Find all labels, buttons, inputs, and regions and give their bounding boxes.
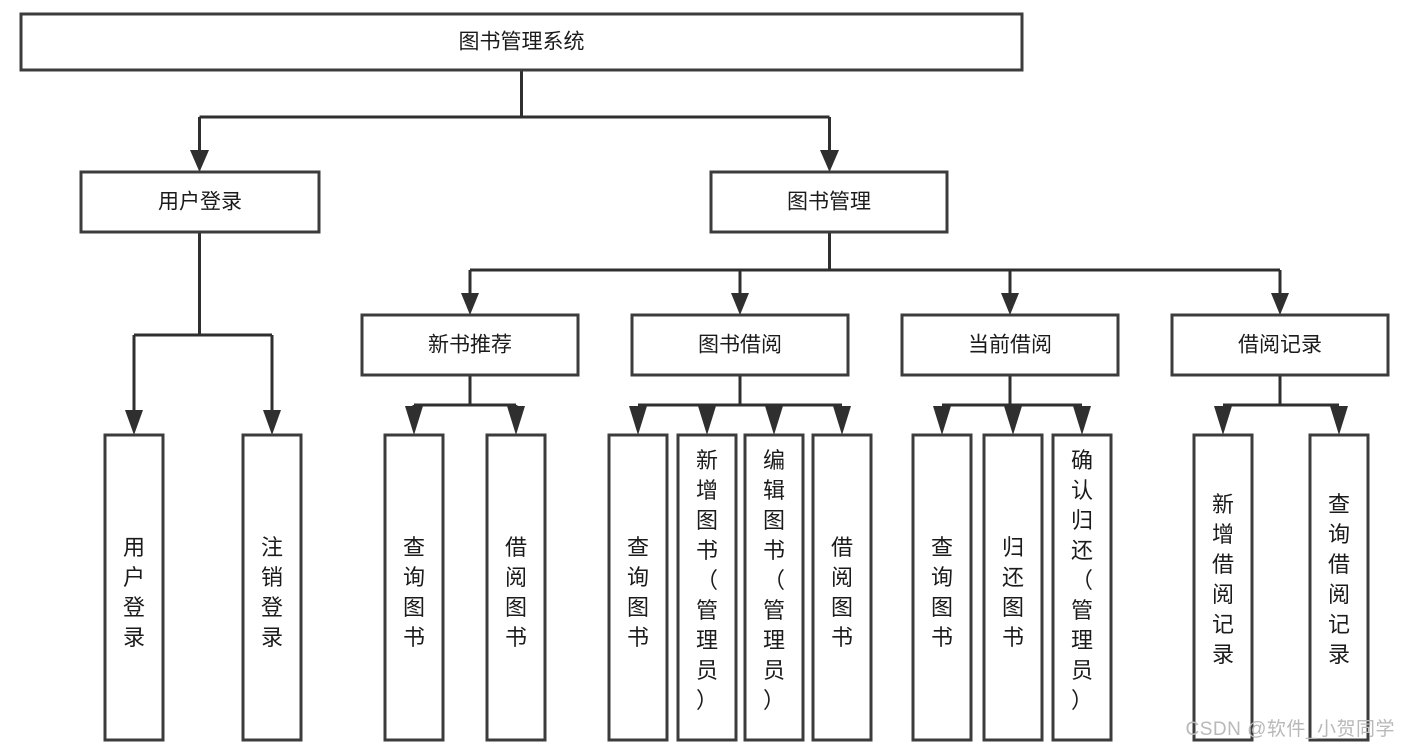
leaf-query-borrow-record-box[interactable] — [1308, 433, 1370, 742]
node-leaf-query-borrow-record[interactable]: 查询借阅记录 — [1308, 433, 1370, 742]
book-borrow-label: 图书借阅 — [698, 334, 782, 357]
book-borrow-box[interactable] — [630, 313, 850, 377]
leaf-borrow-book-2-box[interactable] — [811, 433, 873, 742]
arrow-to-leaf-query-book-3 — [933, 406, 951, 435]
arrow-to-leaf-user-logout — [263, 410, 281, 435]
node-leaf-query-book-1[interactable]: 查询图书 — [383, 433, 445, 742]
arrow-to-leaf-return-book — [1004, 406, 1022, 435]
leaf-query-book-3-label: 查询图书 — [931, 535, 953, 650]
new-book-recommend-box[interactable] — [360, 313, 580, 377]
node-leaf-add-book-admin[interactable]: 新增图书（管理员） — [676, 433, 738, 742]
user-login-label: 用户登录 — [158, 191, 242, 214]
leaf-user-logout-box[interactable] — [241, 433, 303, 742]
current-borrow-box[interactable] — [900, 313, 1120, 377]
leaf-borrow-book-1-box[interactable] — [485, 433, 547, 742]
borrow-record-label: 借阅记录 — [1238, 334, 1322, 357]
arrow-to-leaf-borrow-book-1 — [507, 406, 525, 435]
leaf-confirm-return-admin-label: 确认归还（管理员） — [1071, 448, 1093, 713]
arrow-to-leaf-add-borrow-record — [1214, 406, 1232, 435]
leaf-query-book-2-box[interactable] — [607, 433, 669, 742]
node-book-borrow[interactable]: 图书借阅 — [630, 313, 850, 377]
leaf-add-book-admin-label: 新增图书（管理员） — [696, 448, 718, 713]
node-leaf-user-login[interactable]: 用户登录 — [103, 433, 165, 742]
node-user-login[interactable]: 用户登录 — [79, 170, 321, 234]
arrow-root-to-user-login — [190, 150, 209, 172]
leaf-borrow-book-1-label: 借阅图书 — [505, 535, 527, 650]
leaf-query-book-1-label: 查询图书 — [403, 535, 425, 650]
leaf-user-login-box[interactable] — [103, 433, 165, 742]
leaf-query-book-1-box[interactable] — [383, 433, 445, 742]
node-leaf-add-borrow-record[interactable]: 新增借阅记录 — [1192, 433, 1254, 742]
connector-layer — [125, 70, 1348, 435]
user-login-box[interactable] — [79, 170, 321, 234]
book-manage-label: 图书管理 — [787, 191, 871, 214]
leaf-add-borrow-record-label: 新增借阅记录 — [1212, 492, 1234, 667]
leaf-query-book-2-label: 查询图书 — [627, 535, 649, 650]
current-borrow-label: 当前借阅 — [968, 334, 1052, 357]
arrow-to-leaf-edit-book-admin — [765, 406, 783, 435]
borrow-record-box[interactable] — [1170, 313, 1390, 377]
leaf-return-book-label: 归还图书 — [1002, 535, 1024, 650]
leaf-add-borrow-record-box[interactable] — [1192, 433, 1254, 742]
arrow-to-leaf-add-book-admin — [698, 406, 716, 435]
node-leaf-query-book-2[interactable]: 查询图书 — [607, 433, 669, 742]
node-leaf-borrow-book-1[interactable]: 借阅图书 — [485, 433, 547, 742]
node-leaf-confirm-return-admin[interactable]: 确认归还（管理员） — [1051, 433, 1113, 742]
arrow-root-to-book-manage — [820, 150, 839, 172]
leaf-query-borrow-record-label: 查询借阅记录 — [1328, 492, 1350, 667]
node-new-book-recommend[interactable]: 新书推荐 — [360, 313, 580, 377]
leaf-return-book-box[interactable] — [982, 433, 1044, 742]
arrow-to-new-book-recommend — [461, 293, 479, 315]
leaf-user-login-label: 用户登录 — [123, 535, 145, 650]
csdn-watermark: CSDN @软件_小贺同学 — [1185, 719, 1395, 740]
leaf-edit-book-admin-label: 编辑图书（管理员） — [763, 448, 785, 713]
arrow-to-book-borrow — [731, 293, 749, 315]
arrow-to-leaf-borrow-book-2 — [833, 406, 851, 435]
new-book-recommend-label: 新书推荐 — [428, 334, 512, 357]
node-leaf-return-book[interactable]: 归还图书 — [982, 433, 1044, 742]
node-book-manage[interactable]: 图书管理 — [709, 170, 949, 234]
node-leaf-query-book-3[interactable]: 查询图书 — [911, 433, 973, 742]
leaf-node-group: 用户登录 注销登录 查询图书 借阅图书 查询图书 新增图书（管理员） — [103, 433, 1370, 742]
node-root[interactable]: 图书管理系统 — [19, 12, 1024, 72]
arrow-to-current-borrow — [1001, 293, 1019, 315]
node-borrow-record[interactable]: 借阅记录 — [1170, 313, 1390, 377]
leaf-add-book-admin-box[interactable] — [676, 433, 738, 742]
leaf-query-book-3-box[interactable] — [911, 433, 973, 742]
leaf-user-logout-label: 注销登录 — [261, 535, 283, 650]
root-box[interactable] — [19, 12, 1024, 72]
arrow-to-leaf-query-book-2 — [629, 406, 647, 435]
arrow-to-leaf-query-book-1 — [405, 406, 423, 435]
book-manage-box[interactable] — [709, 170, 949, 234]
node-leaf-user-logout[interactable]: 注销登录 — [241, 433, 303, 742]
node-leaf-borrow-book-2[interactable]: 借阅图书 — [811, 433, 873, 742]
arrow-to-leaf-user-login — [125, 410, 143, 435]
leaf-edit-book-admin-box[interactable] — [743, 433, 805, 742]
leaf-confirm-return-admin-box[interactable] — [1051, 433, 1113, 742]
leaf-borrow-book-2-label: 借阅图书 — [831, 535, 853, 650]
arrow-to-leaf-query-borrow-record — [1330, 406, 1348, 435]
root-label: 图书管理系统 — [459, 31, 585, 54]
arrow-to-leaf-confirm-return-admin — [1073, 406, 1091, 435]
arrow-to-borrow-record — [1271, 293, 1289, 315]
node-leaf-edit-book-admin[interactable]: 编辑图书（管理员） — [743, 433, 805, 742]
node-current-borrow[interactable]: 当前借阅 — [900, 313, 1120, 377]
